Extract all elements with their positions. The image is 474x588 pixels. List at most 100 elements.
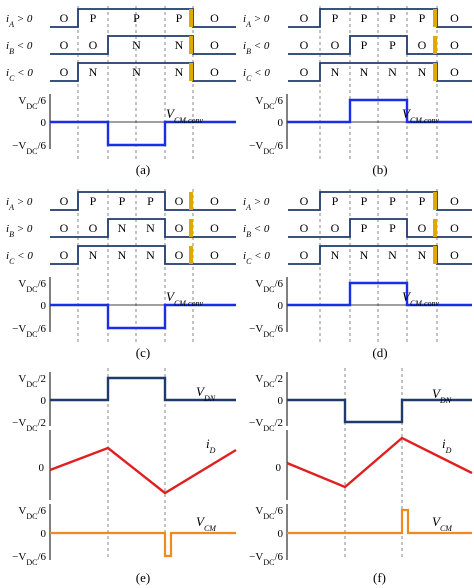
- panel-b-state-label: P: [419, 11, 426, 25]
- text-part: < 0: [14, 40, 33, 52]
- panel-c-state-label: N: [146, 248, 155, 262]
- text-part: D: [445, 446, 452, 455]
- panel-b-row-label: iC < 0: [243, 67, 270, 83]
- text-part: (b): [372, 162, 387, 177]
- panel-c-state-label: O: [175, 221, 184, 235]
- waveform-layer: [49, 8, 473, 558]
- text-part: P: [119, 194, 126, 208]
- text-part: O: [210, 11, 219, 25]
- panel-f-vdn-tick-zero: 0: [278, 395, 284, 407]
- text-part: V: [196, 514, 206, 529]
- panel-a-switching-trace: [50, 8, 236, 28]
- text-part: O: [175, 194, 184, 208]
- text-part: O: [210, 194, 219, 208]
- text-part: /6: [37, 551, 46, 563]
- panel-e-id-label: iD: [206, 436, 216, 455]
- text-part: N: [132, 65, 141, 79]
- panel-a-state-label: O: [210, 38, 219, 52]
- text-part: P: [389, 221, 396, 235]
- text-part: i: [6, 67, 9, 79]
- text-part: O: [450, 248, 459, 262]
- text-part: O: [210, 221, 219, 235]
- text-part: i: [243, 40, 246, 52]
- panel-f-vdn-tick-top: VDC/2: [255, 373, 283, 389]
- text-part: P: [361, 38, 368, 52]
- text-part: CM.conv: [410, 299, 440, 308]
- panel-e-vcm-tick-bottom: −VDC/6: [12, 551, 46, 567]
- panel-d-state-label: N: [388, 248, 397, 262]
- text-part: N: [360, 65, 369, 79]
- panel-c-state-label: N: [118, 248, 127, 262]
- panel-d-state-label: N: [360, 248, 369, 262]
- panel-c-switching-trace: [50, 218, 236, 238]
- panel-a-state-label: N: [175, 38, 184, 52]
- text-part: O: [300, 221, 309, 235]
- text-part: N: [132, 38, 141, 52]
- text-part: P: [90, 11, 97, 25]
- text-part: V: [18, 373, 26, 385]
- text-part: −V: [12, 323, 26, 335]
- panel-c-caption: (c): [136, 345, 150, 360]
- text-part: i: [243, 223, 246, 235]
- text-part: O: [210, 38, 219, 52]
- panel-a-state-label: O: [89, 38, 98, 52]
- panel-a-transition-marker: [189, 63, 193, 81]
- panel-c-transition-marker: [189, 192, 193, 210]
- text-part: P: [176, 11, 183, 25]
- text-part: /6: [274, 95, 283, 107]
- panel-d-vcm-conv-trace: [287, 281, 472, 307]
- panel-a-transition-marker: [189, 9, 193, 27]
- panel-d-state-label: O: [450, 194, 459, 208]
- text-part: /6: [274, 505, 283, 517]
- text-part: P: [361, 194, 368, 208]
- text-part: i: [6, 223, 9, 235]
- panel-f-id-tick-zero: 0: [276, 462, 282, 474]
- panel-b-tick-bottom: −VDC/6: [249, 140, 283, 156]
- panel-f-id-label: iD: [442, 436, 452, 455]
- panel-d-state-label: P: [389, 221, 396, 235]
- text-part: DC: [263, 330, 274, 339]
- panel-c-switching-trace: [50, 245, 236, 265]
- panel-c-vcm-conv-trace: [50, 303, 236, 330]
- panel-a-state-label: N: [132, 38, 141, 52]
- panel-a-transition-marker: [189, 36, 193, 54]
- text-part: V: [166, 289, 176, 304]
- panel-d-row-label: iA > 0: [243, 196, 270, 212]
- text-part: O: [300, 11, 309, 25]
- text-part: 0: [41, 117, 47, 129]
- text-part: N: [331, 248, 340, 262]
- text-part: DN: [203, 394, 216, 403]
- panel-d-switching-trace: [288, 191, 472, 211]
- text-part: N: [89, 248, 98, 262]
- text-part: N: [175, 65, 184, 79]
- panel-c-state-label: O: [60, 248, 69, 262]
- text-part: 0: [278, 117, 284, 129]
- panel-a-tick-bottom: −VDC/6: [12, 140, 46, 156]
- text-part: P: [147, 194, 154, 208]
- text-part: O: [210, 248, 219, 262]
- panel-e-vcm-tick-top: VDC/6: [18, 505, 46, 521]
- panel-d-state-label: P: [361, 221, 368, 235]
- panel-e-vdn-tick-zero: 0: [41, 395, 47, 407]
- text-part: i: [6, 40, 9, 52]
- panel-c-state-label: N: [89, 248, 98, 262]
- text-part: (c): [136, 345, 150, 360]
- text-part: B: [9, 47, 14, 56]
- text-part: N: [418, 248, 427, 262]
- panel-e-vcm-label: VCM: [196, 514, 217, 533]
- panel-d-switching-trace: [288, 218, 472, 238]
- panel-f-vdn-trace: [287, 398, 472, 424]
- panel-d-transition-marker: [433, 246, 437, 264]
- panel-d-state-label: P: [389, 194, 396, 208]
- text-part: C: [9, 257, 15, 266]
- text-part: V: [255, 373, 263, 385]
- panel-c-state-label: O: [175, 194, 184, 208]
- panel-d-state-label: P: [332, 194, 339, 208]
- panel-b-state-label: N: [388, 65, 397, 79]
- panel-b-state-label: P: [361, 38, 368, 52]
- text-part: P: [389, 38, 396, 52]
- panel-d-transition-marker: [433, 192, 437, 210]
- panel-f-vcm-tick-zero: 0: [278, 528, 284, 540]
- panel-f-caption: (f): [373, 570, 386, 585]
